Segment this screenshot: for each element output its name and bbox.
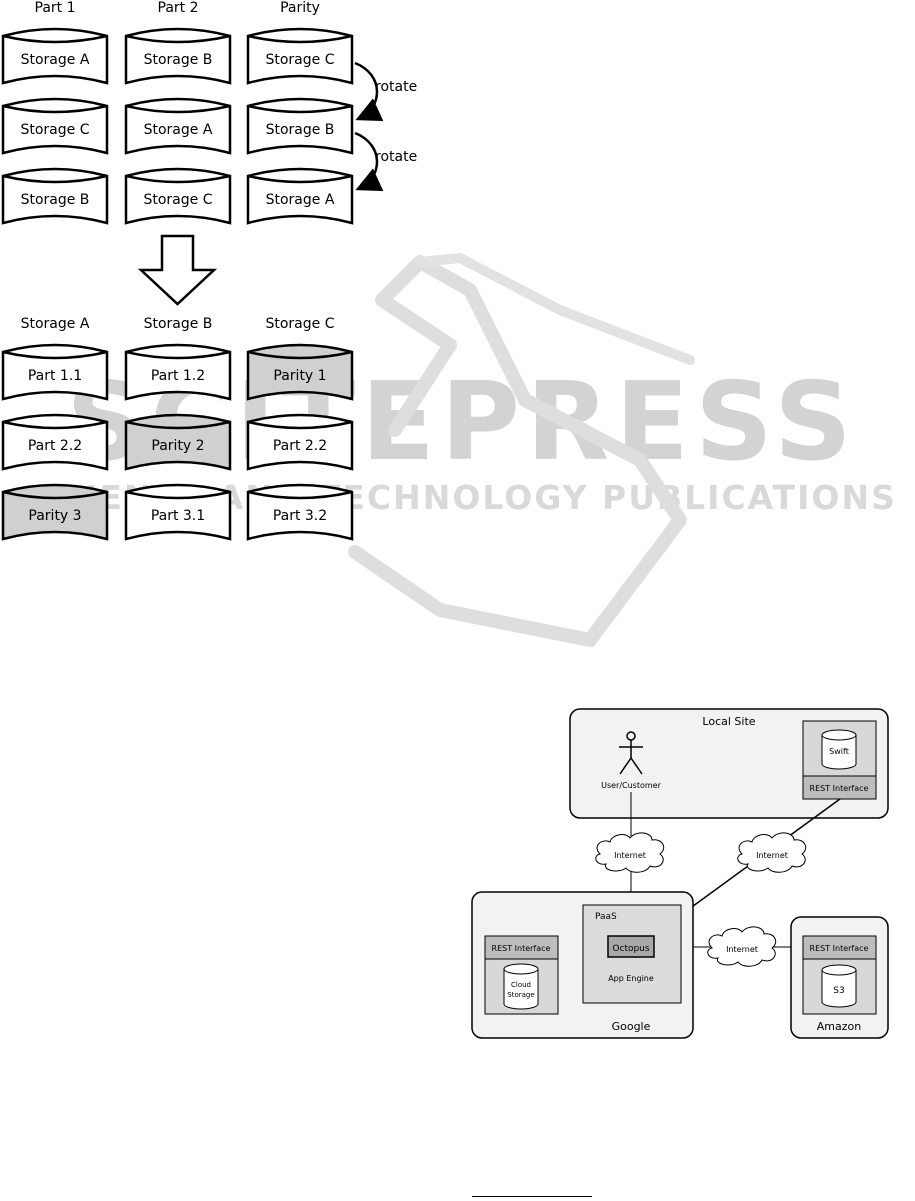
user-customer-icon (619, 731, 643, 775)
bottom-part-cell-r3-c2-label: Part 3.1 (151, 508, 205, 524)
top-storage-cell-r1-c2-label: Storage B (144, 52, 213, 68)
internet-cloud-2: Internet (737, 832, 807, 873)
column-header-part-2: Part 2 (158, 0, 199, 16)
internet-cloud-1: Internet (595, 832, 665, 873)
bottom-part-cell-r3-c2: Part 3.1 (124, 483, 232, 541)
svg-text:REST Interface: REST Interface (810, 784, 869, 793)
bottom-part-cell-r1-c1: Part 1.1 (1, 343, 109, 401)
rotate-label-1: rotate (375, 79, 417, 95)
top-storage-cell-r1-c1: Storage A (1, 27, 109, 85)
internet-cloud-3: Internet (707, 926, 777, 967)
bottom-part-cell-r3-c1-label: Parity 3 (28, 508, 81, 524)
s3-label: S3 (833, 986, 844, 996)
bottom-part-cell-r1-c2: Part 1.2 (124, 343, 232, 401)
bottom-part-cell-r2-c2: Parity 2 (124, 413, 232, 471)
octopus-box (607, 935, 655, 958)
column-header-storage-b: Storage B (144, 316, 213, 332)
s3-cylinder-icon (821, 964, 857, 1008)
bottom-part-cell-r2-c3: Part 2.2 (246, 413, 354, 471)
down-arrow (137, 234, 218, 306)
cloud-storage-rest-interface (484, 935, 559, 960)
network-architecture-diagram: Local Site User/Customer Swift REST Inte… (471, 708, 889, 1039)
rotate-label-2: rotate (375, 149, 417, 165)
top-storage-cell-r1-c3-label: Storage C (265, 52, 334, 68)
s3-rest-interface (802, 935, 877, 960)
amazon-label: Amazon (817, 1020, 861, 1033)
bottom-part-cell-r2-c2-label: Parity 2 (151, 438, 204, 454)
top-storage-cell-r3-c2: Storage C (124, 167, 232, 225)
octopus-label: Octopus (612, 944, 649, 954)
column-header-part-1: Part 1 (35, 0, 76, 16)
top-rotation-diagram: Part 1 Part 2 Parity Storage A Storage B S… (1, 0, 417, 306)
top-storage-cell-r2-c1-label: Storage C (20, 122, 89, 138)
svg-text:Internet: Internet (614, 851, 646, 860)
rotate-arrow-2 (354, 131, 384, 192)
bottom-part-cell-r1-c1-label: Part 1.1 (28, 368, 82, 384)
top-storage-cell-r3-c2-label: Storage C (143, 192, 212, 208)
svg-text:Internet: Internet (756, 851, 788, 860)
swift-label: Swift (829, 747, 849, 756)
top-storage-cell-r2-c3: Storage B (246, 97, 354, 155)
top-storage-cell-r2-c3-label: Storage B (266, 122, 335, 138)
rotate-arrow-1 (354, 61, 384, 122)
bottom-part-cell-r2-c3-label: Part 2.2 (273, 438, 327, 454)
bottom-part-cell-r3-c3: Part 3.2 (246, 483, 354, 541)
svg-text:Cloud: Cloud (511, 981, 531, 989)
top-storage-cell-r3-c1-label: Storage B (21, 192, 90, 208)
bottom-part-cell-r3-c3-label: Part 3.2 (273, 508, 327, 524)
swift-cylinder-icon (821, 729, 857, 770)
bottom-part-cell-r2-c1: Part 2.2 (1, 413, 109, 471)
paas-label: PaaS (595, 912, 617, 922)
svg-text:REST Interface: REST Interface (492, 944, 551, 953)
top-storage-cell-r3-c1: Storage B (1, 167, 109, 225)
top-storage-cell-r1-c2: Storage B (124, 27, 232, 85)
local-site-label: Local Site (702, 715, 755, 728)
bottom-part-cell-r1-c3: Parity 1 (246, 343, 354, 401)
app-engine-label: App Engine (608, 974, 654, 983)
top-storage-cell-r1-c1-label: Storage A (21, 52, 90, 68)
top-storage-cell-r1-c3: Storage C (246, 27, 354, 85)
bottom-part-cell-r2-c1-label: Part 2.2 (28, 438, 82, 454)
user-customer-label: User/Customer (601, 781, 662, 790)
svg-text:Internet: Internet (726, 945, 758, 954)
footnote-rule (472, 1196, 592, 1197)
column-header-storage-a: Storage A (21, 316, 90, 332)
cloud-storage-cylinder-icon (503, 963, 539, 1010)
top-storage-cell-r3-c3: Storage A (246, 167, 354, 225)
bottom-part-cell-r1-c3-label: Parity 1 (273, 368, 326, 384)
column-header-storage-c: Storage C (265, 316, 334, 332)
svg-text:REST Interface: REST Interface (810, 944, 869, 953)
top-storage-cell-r2-c2-label: Storage A (144, 122, 213, 138)
top-storage-cell-r2-c2: Storage A (124, 97, 232, 155)
top-storage-cell-r2-c1: Storage C (1, 97, 109, 155)
column-header-parity: Parity (280, 0, 320, 16)
bottom-part-cell-r3-c1: Parity 3 (1, 483, 109, 541)
svg-text:Storage: Storage (507, 991, 534, 999)
google-label: Google (612, 1020, 651, 1033)
bottom-part-cell-r1-c2-label: Part 1.2 (151, 368, 205, 384)
top-storage-cell-r3-c3-label: Storage A (266, 192, 335, 208)
